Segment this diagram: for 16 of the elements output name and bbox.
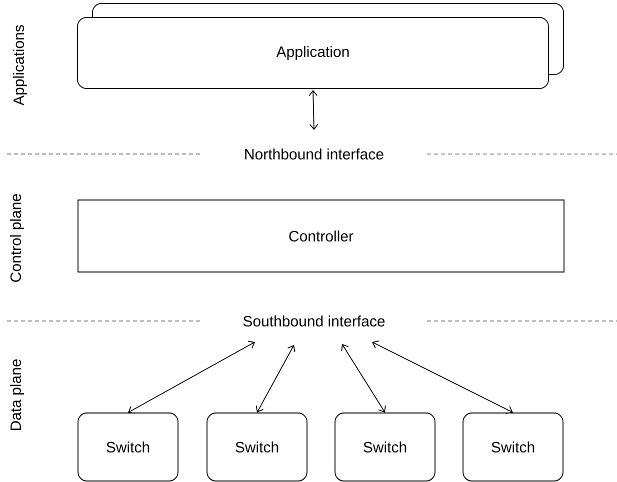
application-box: Application xyxy=(77,3,564,89)
controller-box: Controller xyxy=(78,200,564,272)
interface-label: Northbound interface xyxy=(245,148,384,160)
arrow xyxy=(256,344,296,413)
plane-label: Data plane xyxy=(10,359,24,430)
switch-box: Switch xyxy=(78,412,178,482)
plane-label: Applications xyxy=(13,25,27,106)
arrow xyxy=(372,340,513,414)
switch-box: Switch xyxy=(462,412,564,482)
arrow xyxy=(341,344,386,413)
arrow xyxy=(308,90,318,130)
plane-label: Control plane xyxy=(10,194,24,282)
arrow xyxy=(128,340,255,414)
interface-label: Southbound interface xyxy=(243,316,385,326)
switch-box: Switch xyxy=(334,412,436,482)
switch-box: Switch xyxy=(206,412,308,482)
